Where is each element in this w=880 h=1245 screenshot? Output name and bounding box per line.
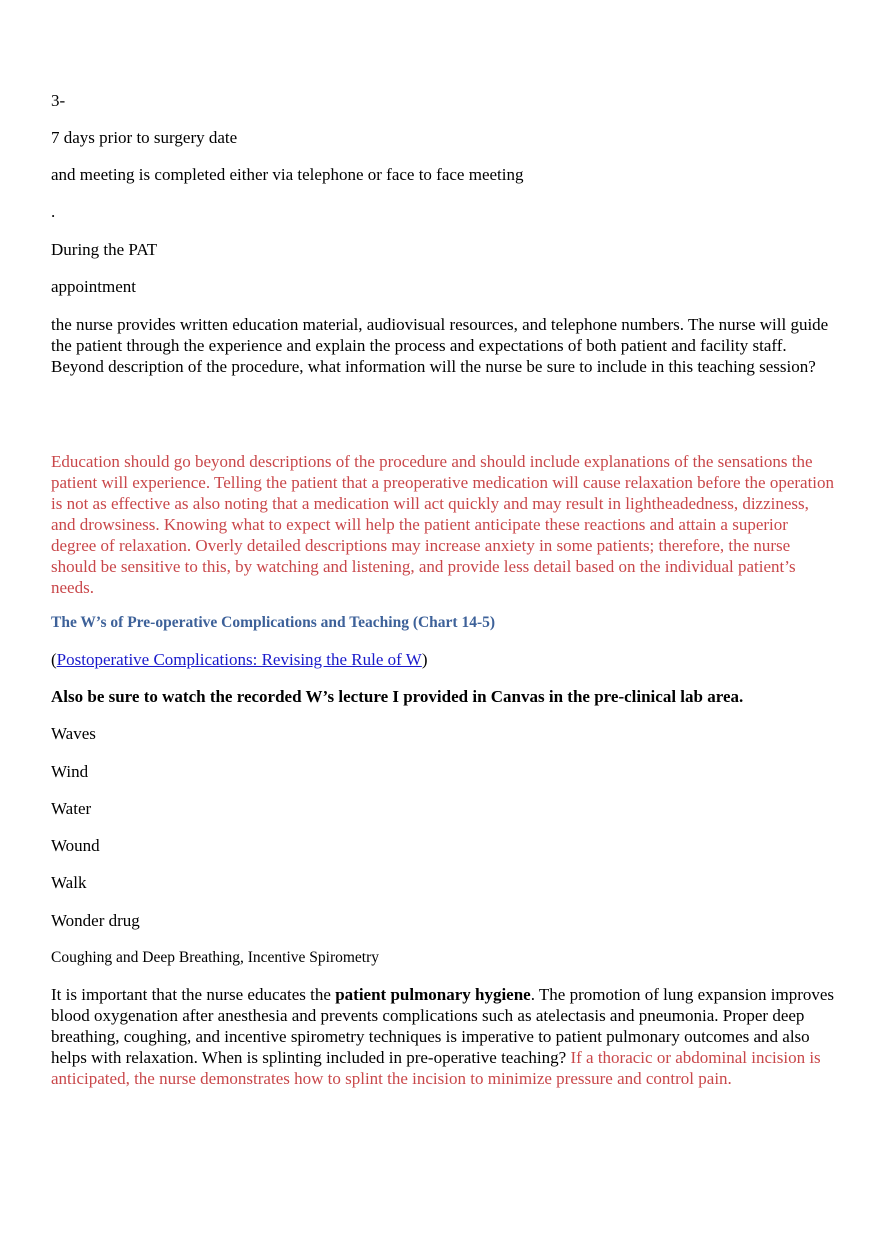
para-text: . The promotion of lung expansion improv…	[51, 985, 835, 1067]
w-item: Waves	[51, 724, 96, 743]
link-line: (Postoperative Complications: Revising t…	[51, 649, 836, 670]
text-line: .	[51, 202, 56, 221]
bold-note: Also be sure to watch the recorded W’s l…	[51, 687, 744, 706]
text-line: appointment	[51, 277, 136, 296]
question-paragraph: the nurse provides written education mat…	[51, 315, 829, 376]
w-item: Walk	[51, 873, 87, 892]
subheading: Coughing and Deep Breathing, Incentive S…	[51, 949, 380, 966]
w-item: Water	[51, 799, 92, 818]
rule-of-w-link[interactable]: Postoperative Complications: Revising th…	[56, 650, 422, 669]
text-line: 3-	[51, 91, 66, 110]
section-heading: The W’s of Pre-operative Complications a…	[51, 614, 496, 631]
paren-open: (	[51, 650, 57, 669]
w-item: Wonder drug	[51, 911, 140, 930]
para-bold: patient pulmonary hygiene	[335, 985, 531, 1004]
text-line: and meeting is completed either via tele…	[51, 165, 524, 184]
text-line: 7 days prior to surgery date	[51, 128, 238, 147]
paren-close: )	[421, 650, 428, 669]
text-line: During the PAT	[51, 240, 158, 259]
w-item: Wound	[51, 836, 100, 855]
pulmonary-paragraph: It is important that the nurse educates …	[51, 984, 836, 1089]
para-text: It is important that the nurse educates …	[51, 985, 336, 1004]
splint-answer: If a thoracic or abdominal incision is a…	[51, 1048, 821, 1088]
w-item: Wind	[51, 762, 89, 781]
answer-paragraph: Education should go beyond descriptions …	[51, 452, 835, 597]
